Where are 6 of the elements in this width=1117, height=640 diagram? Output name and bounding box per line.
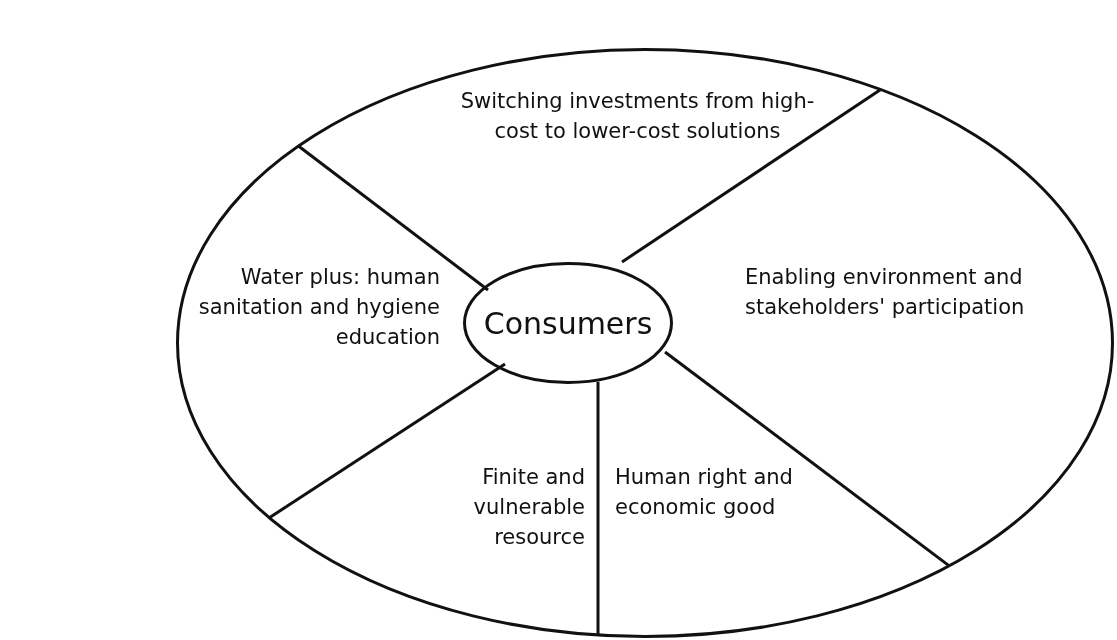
center-label: Consumers [483,305,653,341]
sector-label: Switching investments from high-cost to lower-cost solutions [459,88,816,145]
sector-label: Finite and vulnerable resource [472,464,585,551]
sector-label: Human right and economic good [615,464,794,521]
sector-label: Enabling environment and stakeholders' participation [745,264,1026,321]
sector-label: Water plus: human sanitation and hygiene education [197,264,440,351]
